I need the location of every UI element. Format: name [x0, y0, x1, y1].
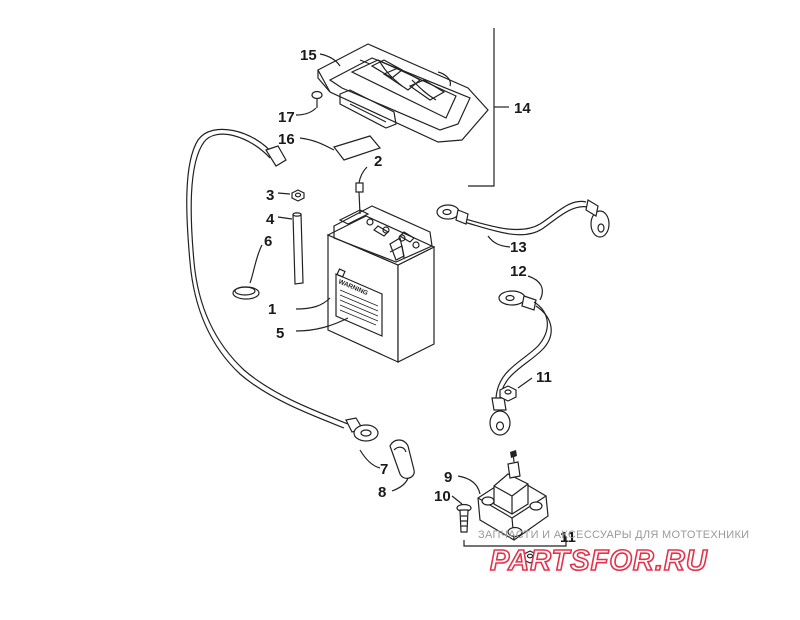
callout-5: 5	[276, 325, 284, 342]
callout-1: 1	[268, 301, 276, 318]
starter-solenoid-9	[457, 450, 549, 541]
watermark-caption: ЗАПЧАСТИ И АКСЕССУАРЫ ДЛЯ МОТОТЕХНИКИ	[478, 529, 749, 541]
callout-6: 6	[264, 233, 272, 250]
callout-15: 15	[300, 47, 317, 64]
rubber-pad-16	[299, 135, 382, 161]
callout-labels: 1 2 3 4 5 6 7 8 9 10 11 12 13 14 15 16 1…	[264, 47, 576, 546]
nut-3	[277, 189, 305, 202]
callout-8: 8	[378, 484, 386, 501]
callout-10: 10	[434, 488, 451, 505]
callout-3: 3	[266, 187, 274, 204]
callout-14: 14	[514, 100, 531, 117]
callout-9: 9	[444, 469, 452, 486]
battery: WARNING	[326, 205, 436, 363]
leader-8	[391, 477, 409, 492]
assembly-bracket-14	[468, 28, 509, 187]
leader-15	[319, 53, 341, 67]
positive-cable-13	[436, 199, 610, 248]
callout-11-lower: 11	[560, 529, 576, 546]
leader-7	[359, 449, 381, 469]
callout-2: 2	[374, 153, 382, 170]
callout-16: 16	[278, 131, 295, 148]
callout-17: 17	[278, 109, 295, 126]
terminal-boot-8	[389, 439, 415, 479]
leader-1	[295, 297, 331, 310]
nut-11-lower	[463, 536, 567, 564]
negative-cable-12	[489, 275, 552, 436]
battery-tray-cover	[317, 43, 489, 143]
leader-5	[295, 317, 349, 332]
watermark-logo: PARTSFOR.RU	[490, 545, 708, 577]
callout-4: 4	[266, 211, 275, 228]
callout-11: 11	[536, 369, 552, 386]
callout-13: 13	[510, 239, 527, 256]
vent-fitting-2	[355, 166, 368, 215]
nut-11-upper	[499, 377, 533, 402]
hold-down-rod-4	[277, 212, 304, 285]
cable-clip-6	[232, 244, 263, 300]
watermark: ЗАПЧАСТИ И АКСЕССУАРЫ ДЛЯ МОТОТЕХНИКИ PA…	[478, 529, 749, 578]
bolt-10	[451, 495, 472, 533]
callout-12: 12	[510, 263, 527, 280]
callout-7: 7	[380, 461, 388, 478]
long-battery-cable	[186, 128, 379, 442]
screw-17	[295, 90, 323, 116]
